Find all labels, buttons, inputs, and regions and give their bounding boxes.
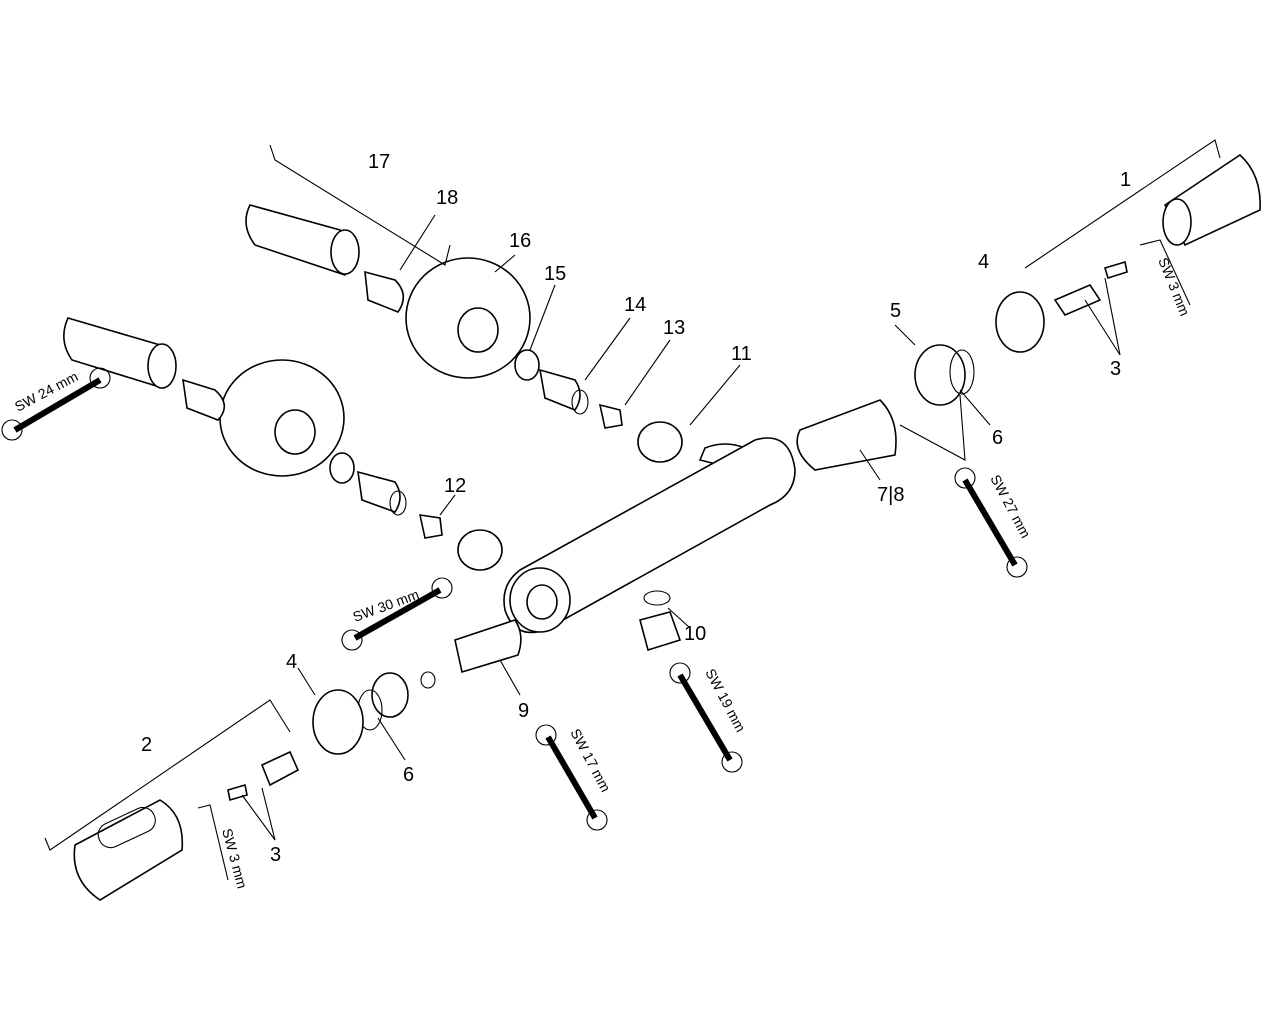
washer bbox=[420, 671, 436, 689]
label-4-right: 4 bbox=[978, 251, 989, 273]
part-12 bbox=[418, 514, 443, 539]
label-6-right: 6 bbox=[992, 427, 1003, 449]
s-union-lower bbox=[63, 317, 226, 421]
cartridge-9 bbox=[454, 619, 522, 674]
wrench-icons bbox=[1, 239, 1191, 881]
label-5: 5 bbox=[890, 300, 901, 322]
rosette-upper bbox=[405, 257, 531, 379]
valve-body bbox=[503, 437, 796, 634]
nipple-10 bbox=[639, 611, 682, 652]
ring-gear bbox=[371, 672, 409, 718]
wrench-label-sw3-right: SW 3 mm bbox=[1155, 255, 1193, 318]
label-6-left: 6 bbox=[403, 764, 414, 786]
spline-3-left bbox=[260, 750, 300, 787]
wrench-label-sw3-left: SW 3 mm bbox=[219, 827, 250, 891]
adapter-4-left bbox=[312, 689, 364, 755]
handle-1 bbox=[1162, 153, 1261, 247]
label-3-left: 3 bbox=[270, 844, 281, 866]
label-2: 2 bbox=[141, 734, 152, 756]
check-valve-14-lower bbox=[357, 470, 401, 513]
filter-15-upper bbox=[514, 349, 540, 381]
s-union-upper bbox=[245, 204, 405, 313]
ring-5 bbox=[914, 344, 966, 406]
spline-3-right bbox=[1053, 284, 1102, 316]
filter-15-lower bbox=[329, 452, 355, 484]
label-9: 9 bbox=[518, 700, 529, 722]
o-ring-6-right bbox=[949, 349, 975, 395]
label-15: 15 bbox=[544, 263, 566, 285]
handle-2 bbox=[73, 799, 184, 901]
label-18: 18 bbox=[436, 187, 458, 209]
label-7-8: 7|8 bbox=[877, 484, 904, 506]
label-4-left: 4 bbox=[286, 651, 297, 673]
label-10: 10 bbox=[684, 623, 706, 645]
o-ring-upper bbox=[571, 389, 589, 415]
o-ring-lower bbox=[389, 490, 407, 516]
part-13 bbox=[598, 403, 623, 429]
label-13: 13 bbox=[663, 317, 685, 339]
o-ring-10 bbox=[643, 590, 671, 606]
rosette-lower bbox=[219, 359, 345, 477]
label-3-right: 3 bbox=[1110, 358, 1121, 380]
label-12: 12 bbox=[444, 475, 466, 497]
label-14: 14 bbox=[624, 294, 646, 316]
label-11: 11 bbox=[731, 343, 752, 365]
check-valve-14-upper bbox=[538, 368, 581, 411]
adapter-4-right bbox=[995, 291, 1045, 353]
label-1: 1 bbox=[1120, 169, 1131, 191]
screw-right bbox=[1104, 260, 1128, 280]
label-17: 17 bbox=[368, 151, 390, 173]
label-16: 16 bbox=[509, 230, 531, 252]
nut-lower bbox=[457, 529, 503, 571]
wrench-label-sw24: SW 24 mm bbox=[12, 368, 81, 415]
leader-lines bbox=[44, 139, 1221, 851]
thermostatic-cartridge-7-8 bbox=[796, 399, 897, 471]
nut-11 bbox=[637, 421, 683, 463]
